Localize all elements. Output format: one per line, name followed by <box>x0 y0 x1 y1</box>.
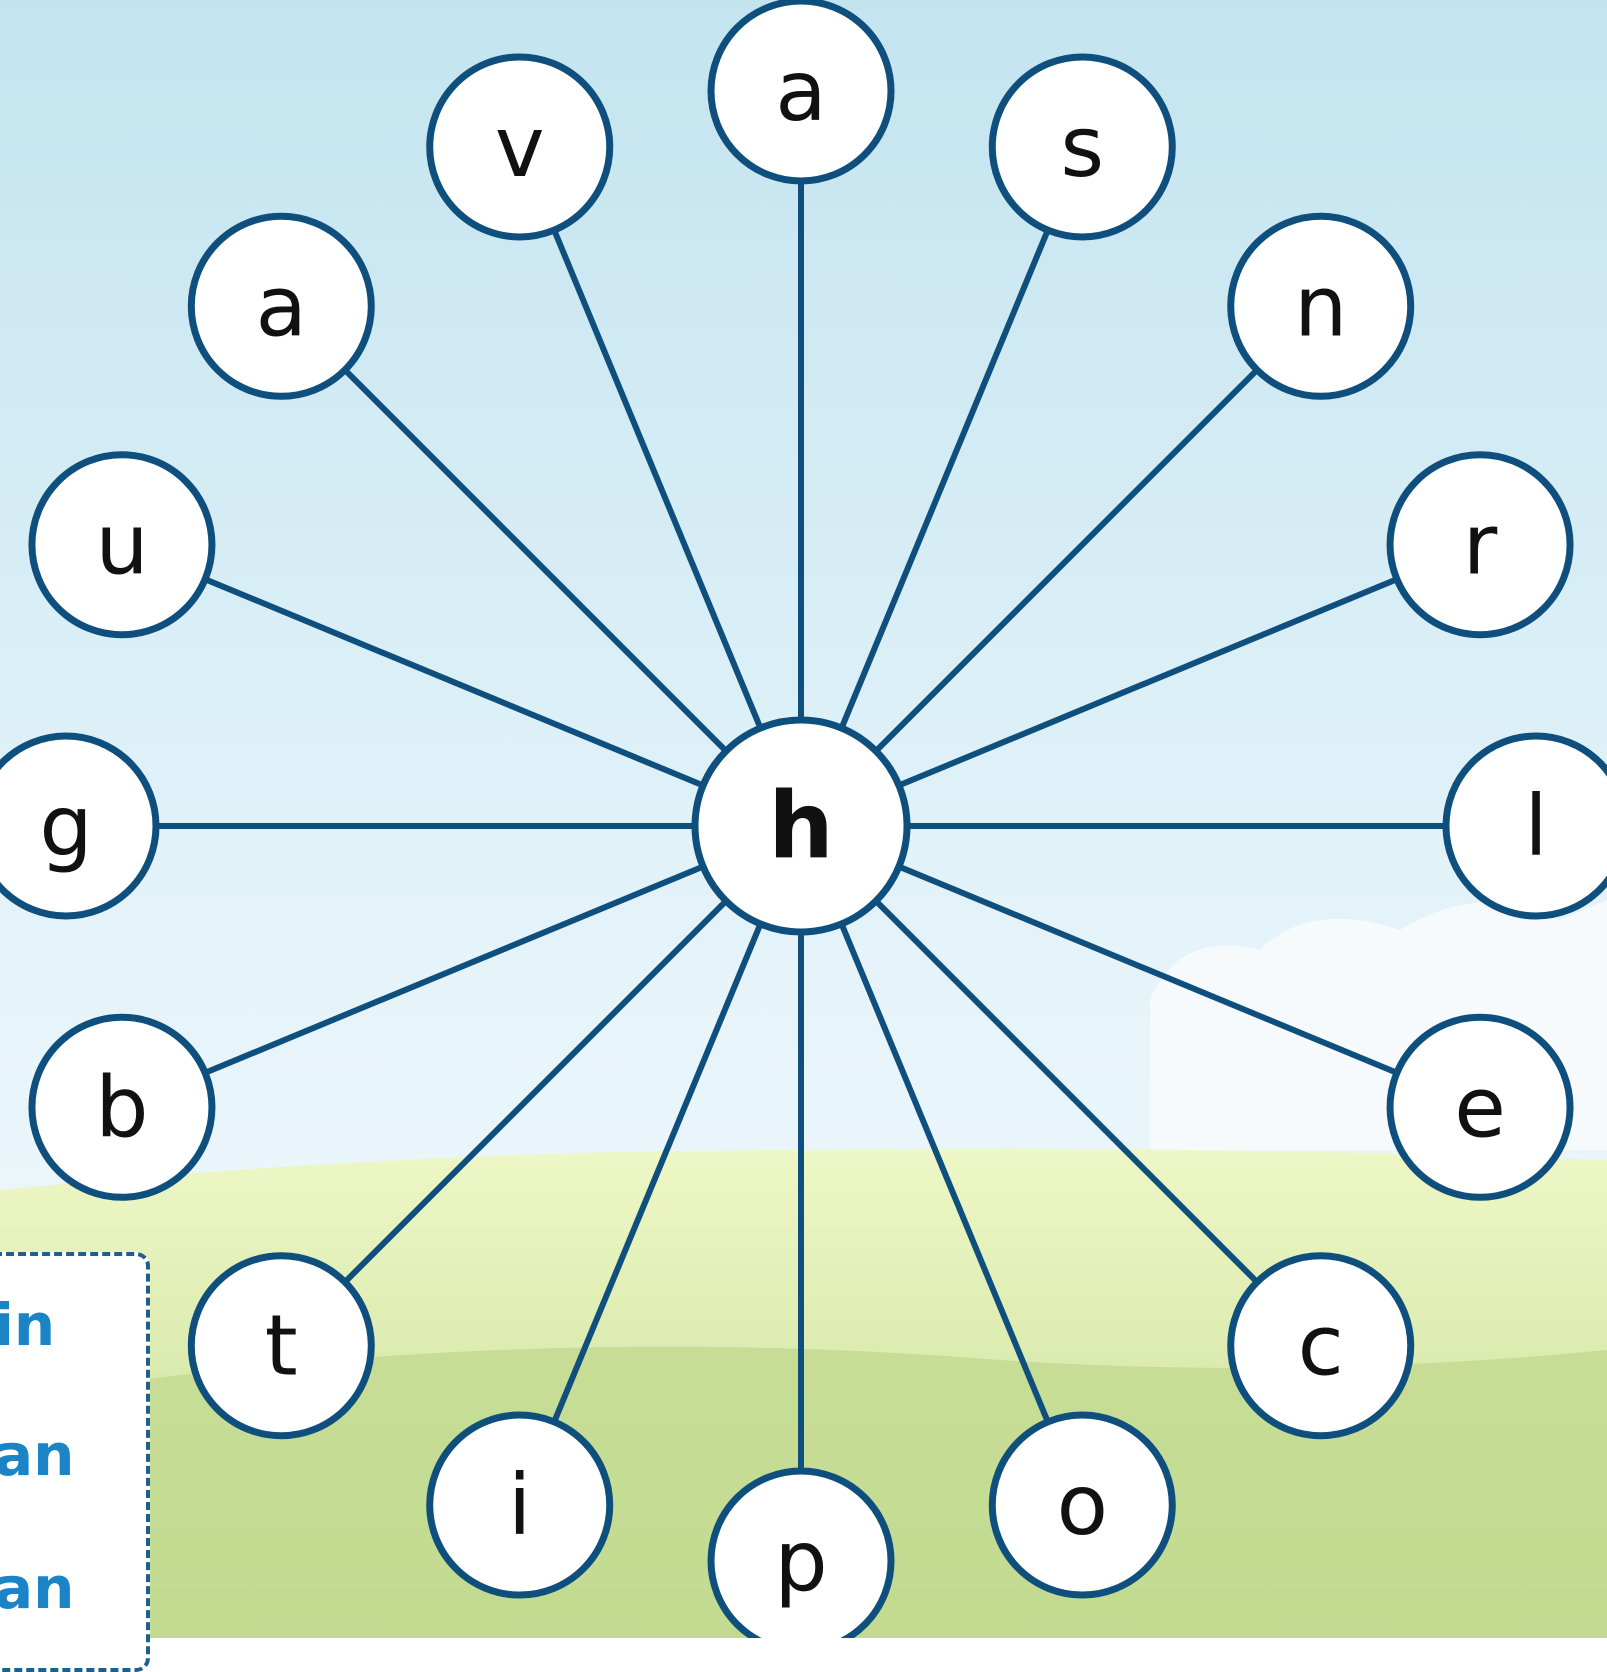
spoke-nodes: a s n r l e c o p i t b g u a v <box>0 0 1607 1638</box>
spoke-line <box>120 541 803 829</box>
letter-node-circle <box>0 732 160 920</box>
letter-node-circle <box>28 1013 216 1201</box>
letter-node-label: n <box>1294 257 1347 355</box>
letter-node: c <box>1227 1252 1415 1440</box>
letter-node-circle <box>988 1411 1176 1599</box>
letter-node-circle <box>187 212 375 400</box>
letter-node-label: s <box>1060 98 1104 196</box>
hub-node: h <box>691 716 911 936</box>
letter-node-label: p <box>774 1512 827 1610</box>
letter-node-label: b <box>95 1058 148 1156</box>
letter-node: l <box>1442 732 1607 920</box>
spoke-line <box>798 823 1323 1348</box>
letter-node-label: v <box>495 98 545 196</box>
letter-node-circle <box>1386 451 1574 639</box>
letter-wheel-diagram: a s n r l e c o p i t b g u a v h <box>0 0 1607 1638</box>
letter-node: t <box>187 1252 375 1440</box>
letter-node: i <box>426 1411 614 1599</box>
letter-node-circle <box>1227 1252 1415 1440</box>
spoke-line <box>799 823 1482 1111</box>
letter-node-label: o <box>1057 1456 1108 1554</box>
spoke-line <box>798 304 1323 829</box>
letter-node: a <box>707 0 895 185</box>
letter-node-circle <box>707 0 895 185</box>
letter-node: a <box>187 212 375 400</box>
spoke-line <box>799 541 1482 829</box>
letter-node-circle <box>1386 1013 1574 1201</box>
letter-node-circle <box>187 1252 375 1440</box>
letter-node-circle <box>426 1411 614 1599</box>
letter-node: p <box>707 1467 895 1638</box>
letter-node: u <box>28 451 216 639</box>
letter-node: n <box>1227 212 1415 400</box>
word-list-box: in an an <box>0 1252 150 1672</box>
letter-node-label: r <box>1463 496 1498 594</box>
spoke-line <box>279 823 804 1348</box>
letter-node-label: c <box>1298 1297 1344 1395</box>
letter-node-label: e <box>1454 1058 1506 1156</box>
letter-node-label: a <box>775 42 826 140</box>
letter-node: o <box>988 1411 1176 1599</box>
spoke-line <box>516 824 804 1507</box>
letter-node-label: g <box>39 777 92 875</box>
letter-node: s <box>988 53 1176 241</box>
letter-node: e <box>1386 1013 1574 1201</box>
spoke-line <box>516 145 804 828</box>
letter-node: v <box>426 53 614 241</box>
hub-letter: h <box>768 773 834 880</box>
letter-node-label: a <box>256 257 307 355</box>
letter-node-label: i <box>508 1456 531 1554</box>
letter-node-label: t <box>265 1297 298 1395</box>
spoke-line <box>279 304 804 829</box>
letter-node-label: l <box>1524 777 1547 875</box>
letter-node-circle <box>988 53 1176 241</box>
letter-node-circle <box>426 53 614 241</box>
spoke-line <box>798 145 1086 828</box>
letter-node-circle <box>707 1467 895 1638</box>
word-item-2: an <box>0 1421 75 1489</box>
letter-node: r <box>1386 451 1574 639</box>
letter-node: g <box>0 732 160 920</box>
letter-node-circle <box>1442 732 1607 920</box>
word-item-3: an <box>0 1554 75 1622</box>
word-item-1: in <box>0 1291 56 1359</box>
spoke-line <box>120 823 803 1111</box>
spoke-lines <box>66 91 1536 1561</box>
letter-node-circle <box>28 451 216 639</box>
letter-node-label: u <box>95 496 148 594</box>
spoke-line <box>798 824 1086 1507</box>
hub-circle <box>691 716 911 936</box>
letter-node: b <box>28 1013 216 1201</box>
letter-node-circle <box>1227 212 1415 400</box>
